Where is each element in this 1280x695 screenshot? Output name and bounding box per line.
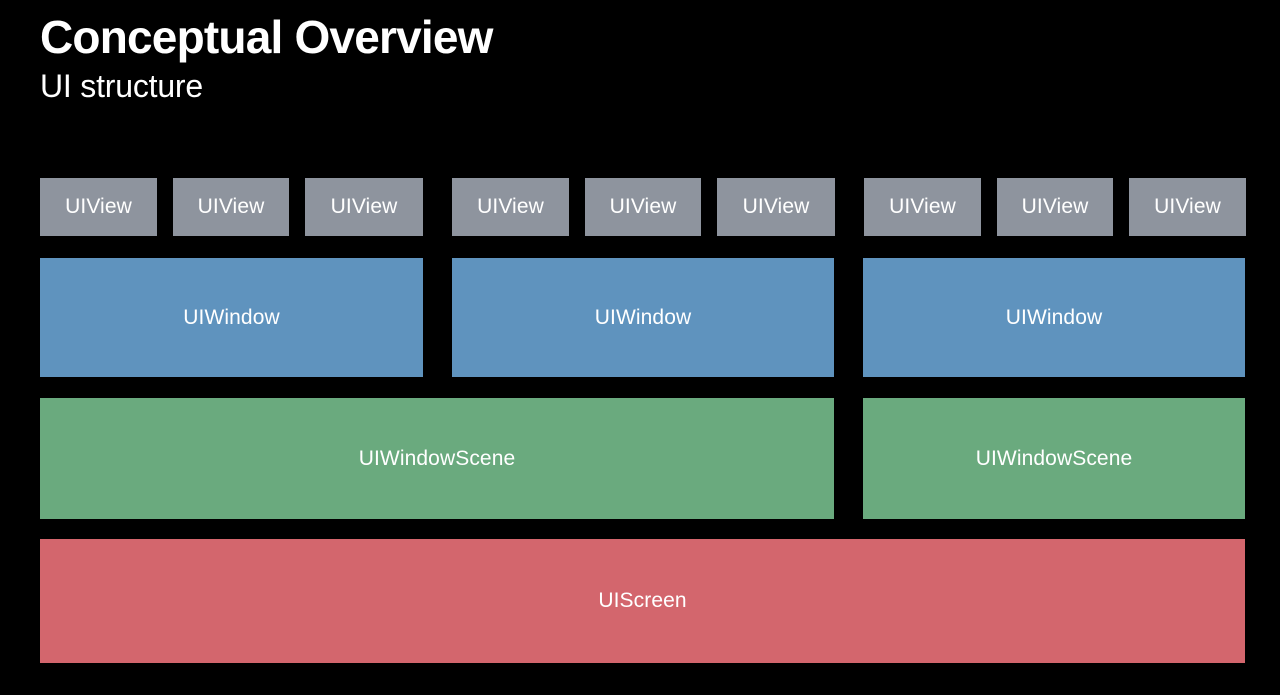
uiview-node[interactable]: UIView xyxy=(40,178,157,236)
group-spacer xyxy=(834,258,863,377)
uiwindowscene-node[interactable]: UIWindowScene xyxy=(40,398,834,519)
uiview-node[interactable]: UIView xyxy=(1129,178,1246,236)
spacer xyxy=(289,178,305,236)
group-spacer xyxy=(834,398,863,519)
group-spacer xyxy=(835,178,864,236)
uiscreen-node[interactable]: UIScreen xyxy=(40,539,1245,663)
uiwindow-node[interactable]: UIWindow xyxy=(452,258,834,377)
uiview-node[interactable]: UIView xyxy=(864,178,981,236)
uiview-node[interactable]: UIView xyxy=(997,178,1113,236)
uiwindowscene-row: UIWindowScene UIWindowScene xyxy=(40,398,1245,519)
uiview-node[interactable]: UIView xyxy=(305,178,423,236)
uiview-node[interactable]: UIView xyxy=(717,178,835,236)
slide-header: Conceptual Overview UI structure xyxy=(40,11,1245,105)
uiwindowscene-node[interactable]: UIWindowScene xyxy=(863,398,1245,519)
uiview-node[interactable]: UIView xyxy=(173,178,289,236)
uiwindow-row: UIWindow UIWindow UIWindow xyxy=(40,258,1245,377)
page-subtitle: UI structure xyxy=(40,67,203,104)
spacer xyxy=(1113,178,1129,236)
group-spacer xyxy=(423,178,452,236)
uiview-row: UIView UIView UIView UIView UIView UIVie… xyxy=(40,178,1246,236)
uiview-node[interactable]: UIView xyxy=(452,178,569,236)
uiscreen-row: UIScreen xyxy=(40,539,1245,663)
spacer xyxy=(157,178,173,236)
spacer xyxy=(981,178,997,236)
uiview-node[interactable]: UIView xyxy=(585,178,701,236)
uiwindow-node[interactable]: UIWindow xyxy=(40,258,423,377)
ui-structure-diagram: UIView UIView UIView UIView UIView UIVie… xyxy=(40,178,1246,663)
spacer xyxy=(701,178,717,236)
spacer xyxy=(569,178,585,236)
group-spacer xyxy=(423,258,452,377)
page-title: Conceptual Overview xyxy=(40,11,493,63)
uiwindow-node[interactable]: UIWindow xyxy=(863,258,1245,377)
